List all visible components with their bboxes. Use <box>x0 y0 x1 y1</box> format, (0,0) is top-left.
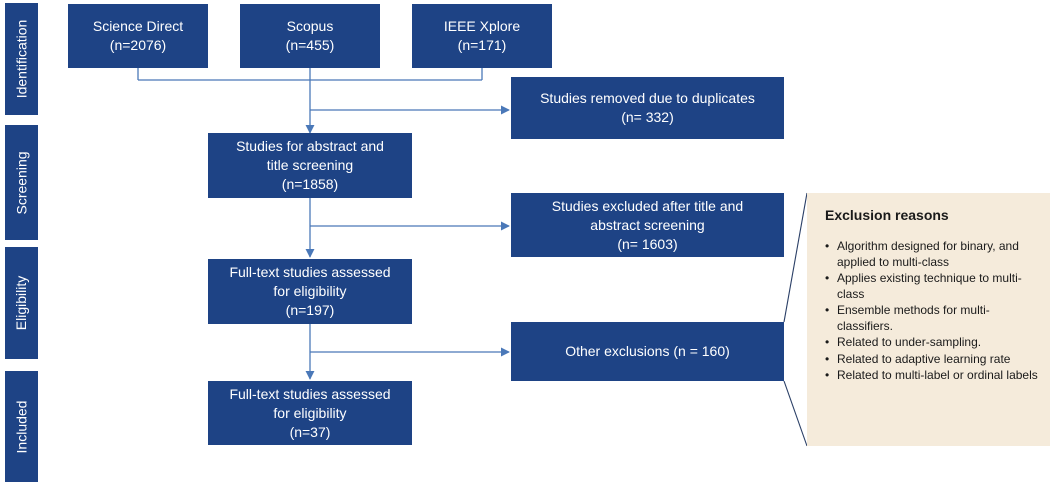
source-name: Science Direct <box>92 18 184 34</box>
phase-screening-label: Screening <box>13 150 30 215</box>
screening-box: Studies for abstract and title screening… <box>208 133 412 198</box>
source-count: (n=455) <box>285 37 335 53</box>
source-scopus: Scopus (n=455) <box>240 4 380 68</box>
exclusion-reason-item: Related to multi-label or ordinal labels <box>825 368 1040 384</box>
screening-excluded-box: Studies excluded after title and abstrac… <box>511 193 784 257</box>
box-count: (n=197) <box>285 302 335 318</box>
box-text-line: title screening <box>266 157 354 173</box>
source-name: IEEE Xplore <box>443 18 521 34</box>
box-text-line: for eligibility <box>273 404 347 421</box>
exclusion-reason-item: Ensemble methods for multi-classifiers. <box>825 303 1040 334</box>
box-text-line: Full-text studies assessed <box>229 264 391 280</box>
included-box: Full-text studies assessed for eligibili… <box>208 381 412 445</box>
box-count: (n=1858) <box>281 176 339 192</box>
exclusion-reasons-list: Algorithm designed for binary, and appli… <box>825 239 1040 384</box>
exclusion-reason-item: Related to under-sampling. <box>825 335 1040 351</box>
phase-identification-label: Identification <box>13 19 30 99</box>
phase-eligibility: Eligibility <box>5 247 38 359</box>
source-name: Scopus <box>286 18 334 34</box>
box-text-line: Studies removed due to duplicates <box>540 90 755 106</box>
phase-screening: Screening <box>5 125 38 240</box>
box-text-line: Studies excluded after title and <box>551 197 744 214</box>
source-count: (n=171) <box>457 37 507 53</box>
exclusion-reason-item: Algorithm designed for binary, and appli… <box>825 239 1040 270</box>
box-text-line: Other exclusions (n = 160) <box>565 343 730 359</box>
source-science-direct: Science Direct (n=2076) <box>68 4 208 68</box>
duplicates-removed-box: Studies removed due to duplicates (n= 33… <box>511 77 784 139</box>
exclusion-reason-item: Related to adaptive learning rate <box>825 352 1040 368</box>
phase-included: Included <box>5 371 38 482</box>
eligibility-box: Full-text studies assessed for eligibili… <box>208 259 412 324</box>
box-text-line: for eligibility <box>273 283 347 299</box>
phase-eligibility-label: Eligibility <box>13 275 30 331</box>
exclusion-reasons-panel: Exclusion reasons Algorithm designed for… <box>807 193 1050 446</box>
box-text-line: Full-text studies assessed <box>229 385 391 402</box>
box-text-line: Studies for abstract and <box>236 138 384 154</box>
box-count: (n=37) <box>289 423 331 440</box>
box-count: (n= 332) <box>621 109 674 125</box>
callout-line-top <box>783 192 808 323</box>
callout-line-bottom <box>783 380 808 447</box>
phase-identification: Identification <box>5 3 38 115</box>
box-count: (n= 1603) <box>617 235 678 252</box>
phase-included-label: Included <box>13 400 30 453</box>
exclusion-reasons-title: Exclusion reasons <box>825 207 949 223</box>
other-exclusions-box: Other exclusions (n = 160) <box>511 322 784 381</box>
source-count: (n=2076) <box>109 37 167 53</box>
box-text-line: abstract screening <box>590 216 705 233</box>
source-ieee-xplore: IEEE Xplore (n=171) <box>412 4 552 68</box>
exclusion-reason-item: Applies existing technique to multi-clas… <box>825 271 1040 302</box>
